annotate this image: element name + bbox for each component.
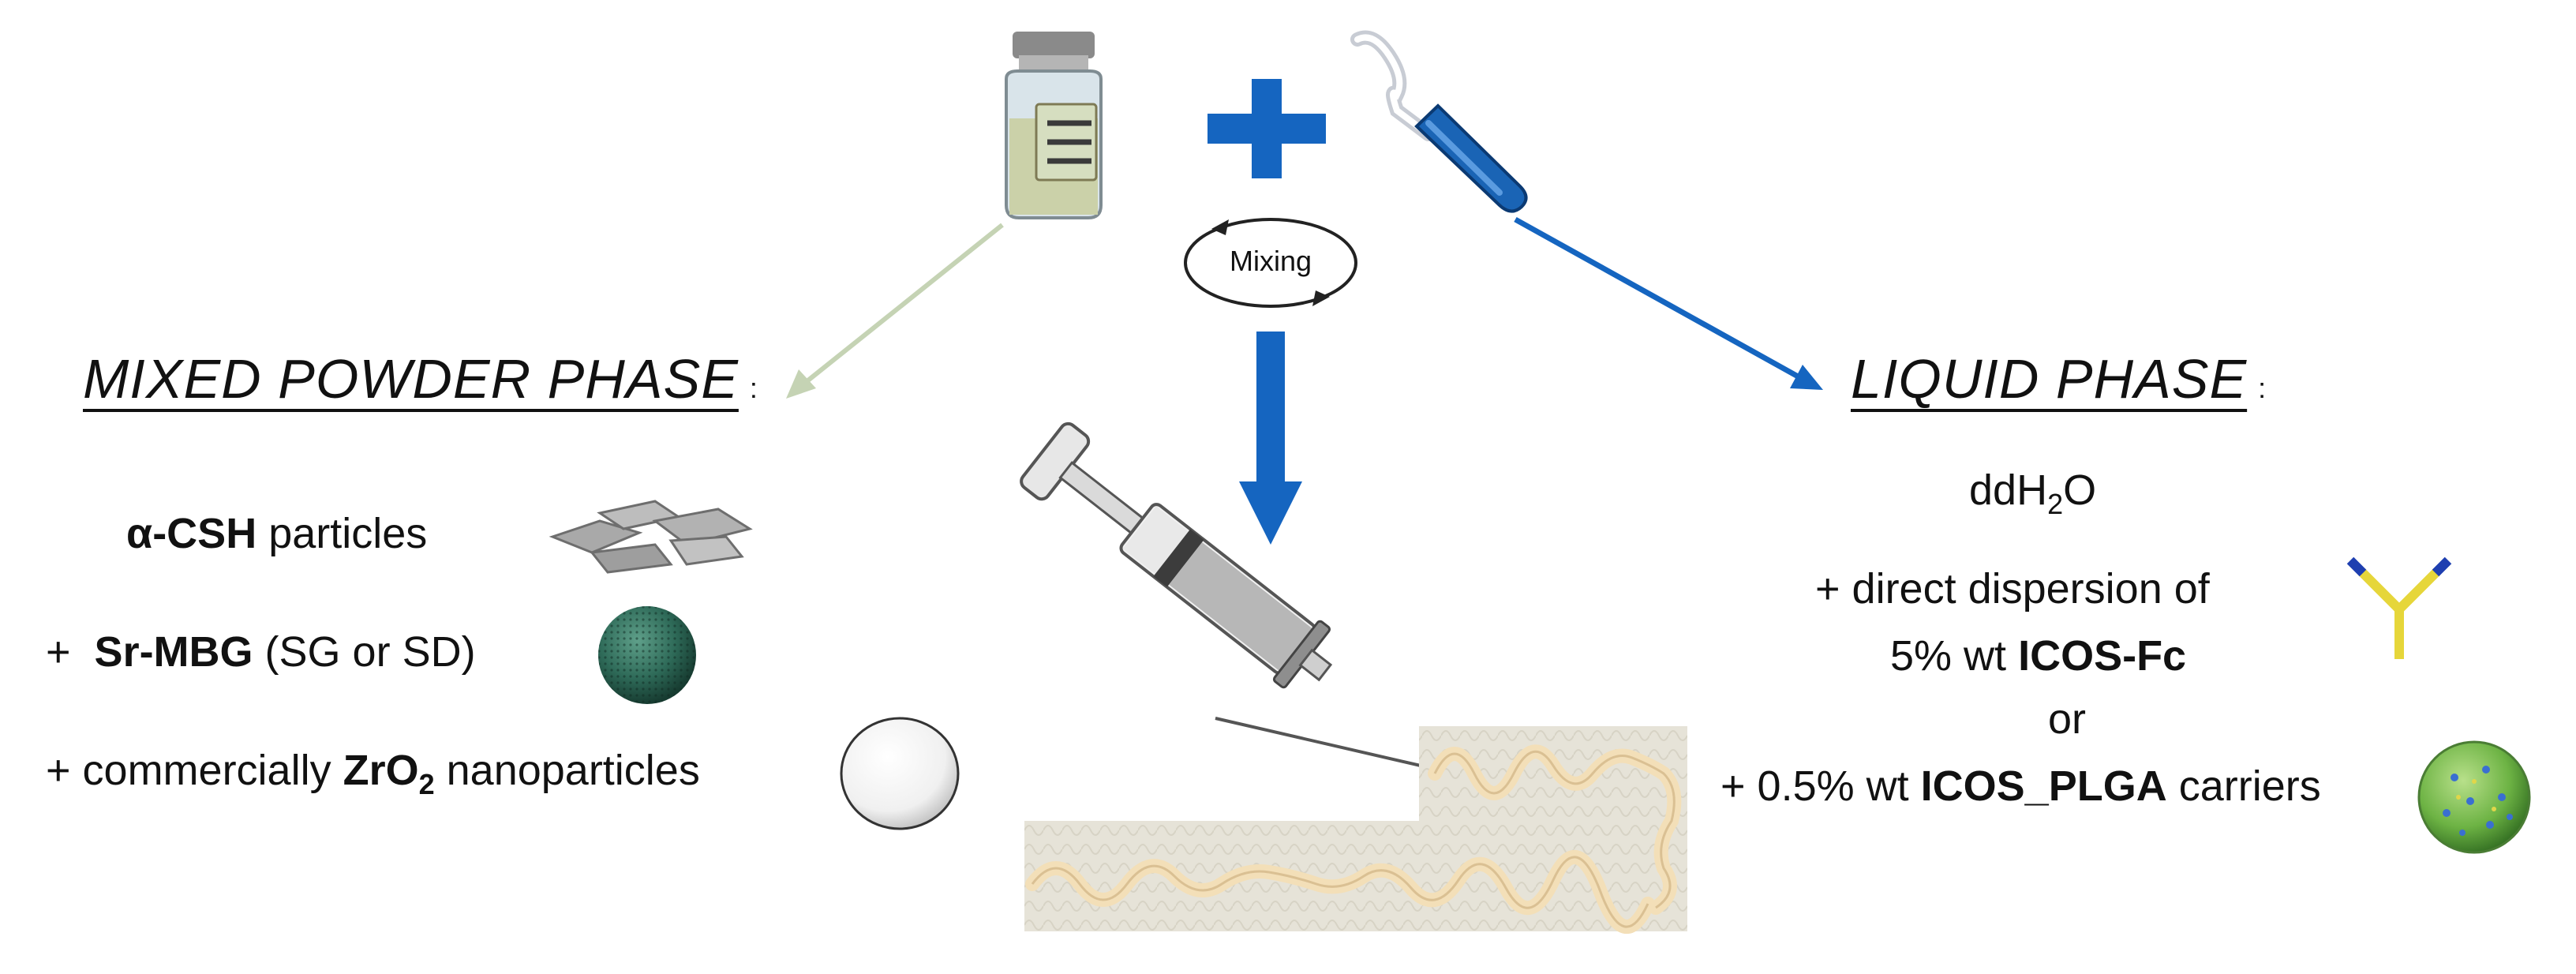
mixing-loop-icon <box>1184 218 1357 308</box>
printed-scaffold-image <box>1024 726 1687 934</box>
pipette-icon <box>1350 30 1528 213</box>
zro2-nanoparticle-icon <box>840 717 960 830</box>
powder-item-srmbg: + Sr-MBG (SG or SD) <box>46 628 476 676</box>
sr-mbg-sphere-icon <box>598 606 696 704</box>
csh-particles-icon <box>549 500 753 574</box>
liquid-line-dispersion: + direct dispersion of <box>1815 565 2210 612</box>
powder-vial-icon <box>1005 32 1103 219</box>
powder-phase-title: MIXED POWDER PHASE: <box>83 348 758 410</box>
syringe-icon <box>1020 421 1421 767</box>
liquid-line-icosfc: 5% wt ICOS-Fc <box>1890 632 2187 680</box>
down-arrow <box>1239 332 1302 545</box>
liquid-water: ddH2O <box>1969 466 2097 520</box>
powder-item-csh: α-CSH particles <box>126 510 428 557</box>
plus-icon <box>1208 79 1326 178</box>
mixing-label: Mixing <box>1229 245 1312 277</box>
plga-carrier-sphere-icon <box>2417 740 2531 854</box>
powder-item-zro2: + commercially ZrO2 nanoparticles <box>46 747 700 800</box>
liquid-line-or: or <box>2048 695 2087 743</box>
liquid-line-plga: + 0.5% wt ICOS_PLGA carriers <box>1720 762 2321 810</box>
liquid-phase-title: LIQUID PHASE: <box>1851 348 2267 410</box>
antibody-icon <box>2346 556 2452 659</box>
